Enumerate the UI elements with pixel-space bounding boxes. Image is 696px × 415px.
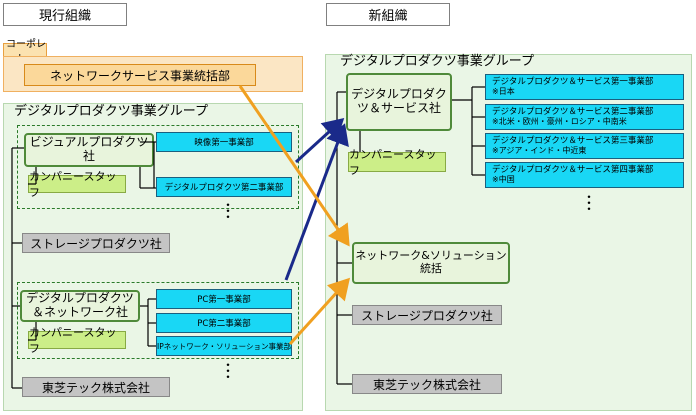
- visual-dashed-region: [17, 125, 299, 209]
- current-storage-company: ストレージプロダクツ社: [22, 233, 170, 253]
- dps-division-note: ※北米・欧州・豪州・ロシア・中南米: [492, 117, 627, 127]
- dps-division: デジタルプロダクツ＆サービス第二事業部 ※北米・欧州・豪州・ロシア・中南米: [485, 104, 684, 130]
- dps-division: デジタルプロダクツ＆サービス第四事業部 ※中国: [485, 162, 684, 188]
- dps-division-name: デジタルプロダクツ＆サービス第二事業部: [492, 106, 654, 117]
- dps-division-note: ※中国: [492, 175, 515, 185]
- digital-network-company: デジタルプロダクツ＆ネットワーク社: [20, 290, 140, 322]
- dps-more-dots: ・・・: [583, 190, 596, 216]
- network-solution-division: ネットワーク&ソリューション統括: [352, 242, 510, 284]
- new-org-header: 新組織: [326, 3, 450, 26]
- digital-network-to-dps-arrow: [284, 123, 349, 281]
- digital-network-dashed-region: [17, 282, 299, 359]
- current-toshiba-tec: 東芝テック株式会社: [22, 377, 170, 397]
- current-org-header: 現行組織: [3, 3, 127, 26]
- digital-network-division: PC第一事業部: [156, 289, 292, 309]
- dps-division-name: デジタルプロダクツ＆サービス第一事業部: [492, 76, 654, 87]
- new-company-staff: カンパニースタッフ: [348, 148, 446, 177]
- new-storage-company: ストレージプロダクツ社: [352, 305, 502, 325]
- dps-division-note: ※アジア・インド・中近東: [492, 146, 587, 156]
- visual-products-company: ビジュアルプロダクツ社: [24, 133, 154, 167]
- visual-division: デジタルプロダクツ第二事業部: [156, 177, 292, 197]
- dps-division-note: ※日本: [492, 87, 515, 97]
- dps-division: デジタルプロダクツ＆サービス第一事業部 ※日本: [485, 74, 684, 100]
- network-services-division: ネットワークサービス事業統括部: [24, 64, 256, 86]
- new-group-title: デジタルプロダクツ事業グループ: [340, 54, 534, 69]
- visual-division: 映像第一事業部: [156, 132, 292, 152]
- digital-network-division: PC第二事業部: [156, 313, 292, 333]
- visual-to-dps-arrow: [294, 117, 345, 164]
- new-toshiba-tec: 東芝テック株式会社: [352, 374, 502, 394]
- ip-network-to-solution-arrow: [288, 277, 351, 346]
- new-tree-lines: [336, 86, 485, 385]
- dps-division: デジタルプロダクツ＆サービス第三事業部 ※アジア・インド・中近東: [485, 133, 684, 159]
- current-tree-lines: [11, 141, 156, 389]
- dps-division-name: デジタルプロダクツ＆サービス第四事業部: [492, 164, 654, 175]
- current-group-title: デジタルプロダクツ事業グループ: [14, 104, 208, 119]
- network-services-to-solution-arrow: [238, 85, 350, 247]
- digital-products-services-company: デジタルプロダクツ＆サービス社: [346, 73, 452, 131]
- digital-network-division: IPネットワーク・ソリューション事業部: [156, 336, 292, 356]
- dps-division-name: デジタルプロダクツ＆サービス第三事業部: [492, 135, 654, 146]
